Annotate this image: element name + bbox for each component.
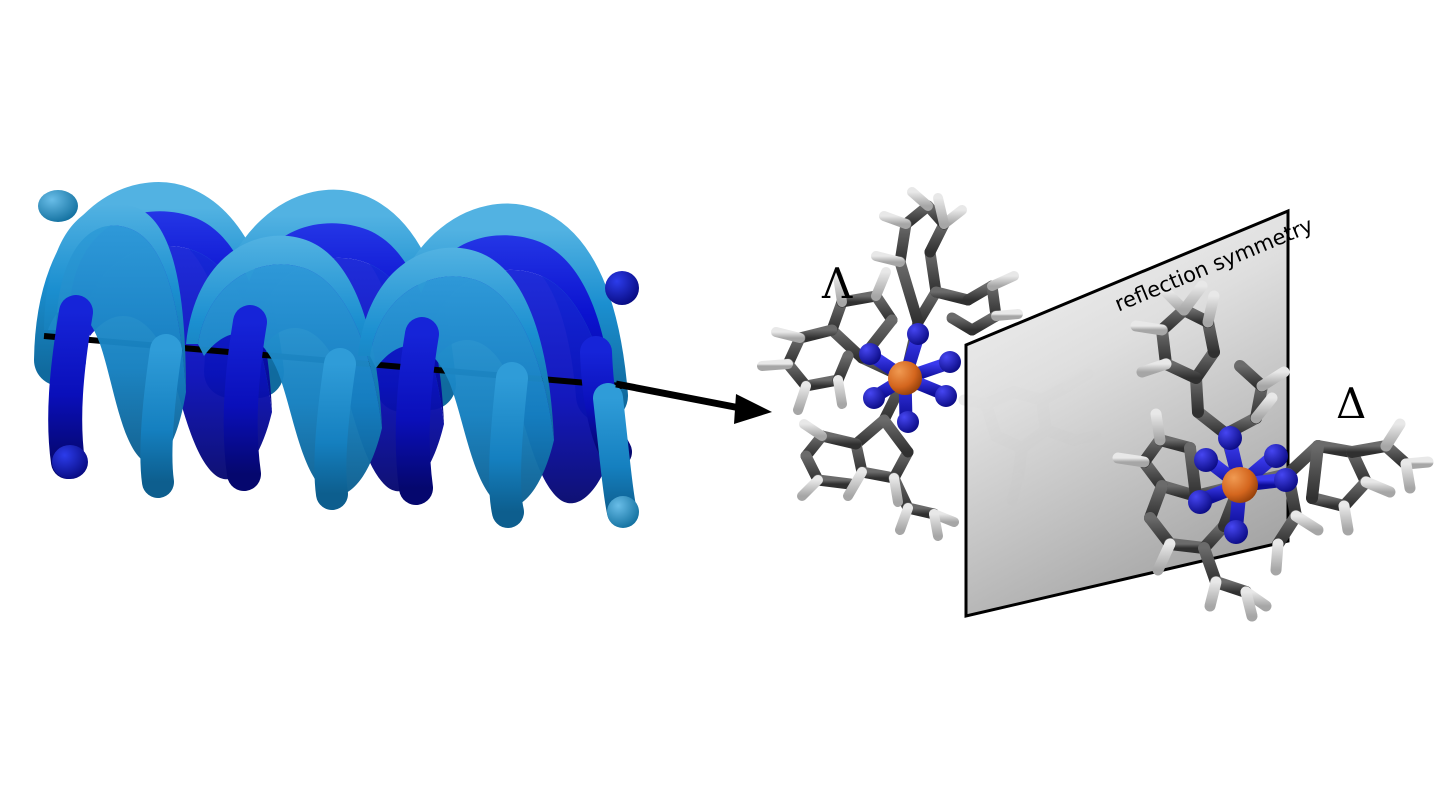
metal-center-atom <box>1222 467 1258 503</box>
delta-atoms <box>1188 426 1298 544</box>
lambda-molecule <box>757 187 1023 541</box>
delta-enantiomer-label: Δ <box>1336 379 1367 428</box>
delta-molecule <box>1112 280 1434 622</box>
helix-end-caps <box>38 190 639 528</box>
lambda-atoms <box>859 323 961 433</box>
metal-center-atom <box>888 361 922 395</box>
lambda-enantiomer-label: Λ <box>822 259 853 308</box>
